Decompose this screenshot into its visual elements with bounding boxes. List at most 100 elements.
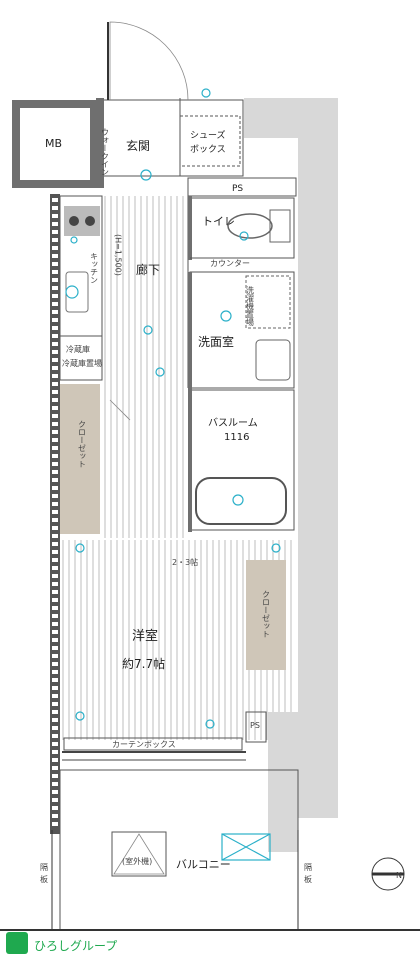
outlet-icon [70, 236, 78, 244]
mb-label: MB [45, 137, 62, 150]
closet-right [246, 560, 286, 670]
wall-dot [52, 294, 58, 298]
wall-dot [52, 414, 58, 418]
toilet-icon [227, 213, 273, 239]
wall-dot [52, 454, 58, 458]
mb-box: MB [12, 100, 98, 188]
washroom: 洗面室 洗濯機置場 [188, 271, 295, 389]
wall-dot [52, 198, 58, 202]
wall-dot [52, 254, 58, 258]
wall-dot [52, 758, 58, 762]
walk-in-label: ウォークイン [101, 128, 110, 176]
wall-dot [52, 718, 58, 722]
wall-dot [52, 518, 58, 522]
vent-box [221, 833, 271, 861]
hallway: 廊下 (H=1,500) [104, 196, 189, 538]
wall-dot [52, 654, 58, 658]
wall-dot [52, 350, 58, 354]
wall-dot [52, 662, 58, 666]
wall-dot [52, 478, 58, 482]
wall-dot [52, 774, 58, 778]
ps-top: PS [187, 177, 297, 197]
kitchen-vertical: キッチン [90, 252, 99, 284]
wall-dot [52, 366, 58, 370]
fridge-label: 冷蔵庫 [66, 344, 90, 354]
curtain-box-label: カーテンボックス [112, 740, 176, 749]
wall-dot [52, 342, 58, 346]
ps-top-label: PS [232, 184, 243, 194]
room-light-3 [75, 711, 85, 721]
wall-dot [52, 430, 58, 434]
wall-dot [52, 782, 58, 786]
wall-dot [52, 222, 58, 226]
shoes-box-line2: ボックス [190, 144, 226, 155]
wall-dot [52, 750, 58, 754]
washer-label: 洗濯機置場 [246, 285, 255, 327]
partition-left-2: 板 [40, 874, 48, 884]
brand-label: ひろしグループ [34, 939, 117, 953]
wall-dot [52, 526, 58, 530]
wall-dot [52, 502, 58, 506]
wall-dot [52, 206, 58, 210]
hall-light-1 [143, 325, 153, 335]
wall-dot [52, 646, 58, 650]
wall-dot [52, 382, 58, 386]
kitchen-area: キッチン 冷蔵庫 冷蔵庫置場 [59, 195, 103, 381]
bathroom-label: バスルーム [208, 417, 258, 429]
wall-dot [52, 358, 58, 362]
wall-dot [52, 302, 58, 306]
washer-box [245, 275, 291, 329]
ps-bottom-label: PS [250, 721, 260, 730]
hallway-label: 廊下 [136, 262, 160, 277]
wall-dot [52, 446, 58, 450]
room-light-4 [205, 719, 215, 729]
wall-dot [52, 614, 58, 618]
bathtub-icon [195, 477, 287, 525]
bathroom: バスルーム 1116 [188, 388, 295, 532]
western-room: 洋室 約7.7帖 2・3帖 クローゼット [60, 540, 296, 740]
wall-dot [52, 318, 58, 322]
toilet-light [239, 231, 249, 241]
wall-dot [52, 422, 58, 426]
wall-dot [52, 494, 58, 498]
wall-dot [52, 230, 58, 234]
wall-dot [52, 670, 58, 674]
wall-dot [52, 566, 58, 570]
light-icon [140, 169, 152, 181]
balcony-label: バルコニー [176, 858, 231, 871]
wall-dot [52, 214, 58, 218]
wall-dot [52, 790, 58, 794]
wall-dot [52, 606, 58, 610]
wall-dot [52, 534, 58, 538]
fan-icon [65, 285, 79, 299]
western-room-label: 洋室 [132, 628, 158, 644]
wall-dot [52, 638, 58, 642]
shoes-box [179, 115, 241, 167]
ps-bottom: PS [245, 711, 298, 852]
partition-left-1: 隔 [40, 863, 48, 872]
wall-dot [52, 406, 58, 410]
outer-wall-right [298, 98, 338, 818]
washbasin-icon [255, 339, 291, 381]
wall-dot [52, 486, 58, 490]
cross-label: 2・3帖 [172, 557, 198, 567]
sink-icon [65, 271, 89, 313]
compass-icon: N [371, 857, 405, 891]
wall-dot [52, 246, 58, 250]
washroom-label: 洗面室 [198, 334, 234, 349]
wall-dot [52, 262, 58, 266]
wall-dot [52, 374, 58, 378]
wall-dot [52, 798, 58, 802]
wall-dot [52, 686, 58, 690]
wall-dot [52, 542, 58, 546]
toilet-room: トイレ カウンター [188, 196, 295, 268]
room-light-1 [75, 543, 85, 553]
wall-dot [52, 310, 58, 314]
wall-dot [52, 398, 58, 402]
wall-dot [52, 702, 58, 706]
counter-label: カウンター [210, 259, 250, 268]
wall-dot [52, 766, 58, 770]
wall-dot [52, 742, 58, 746]
storage-label: クローゼット [78, 420, 87, 468]
